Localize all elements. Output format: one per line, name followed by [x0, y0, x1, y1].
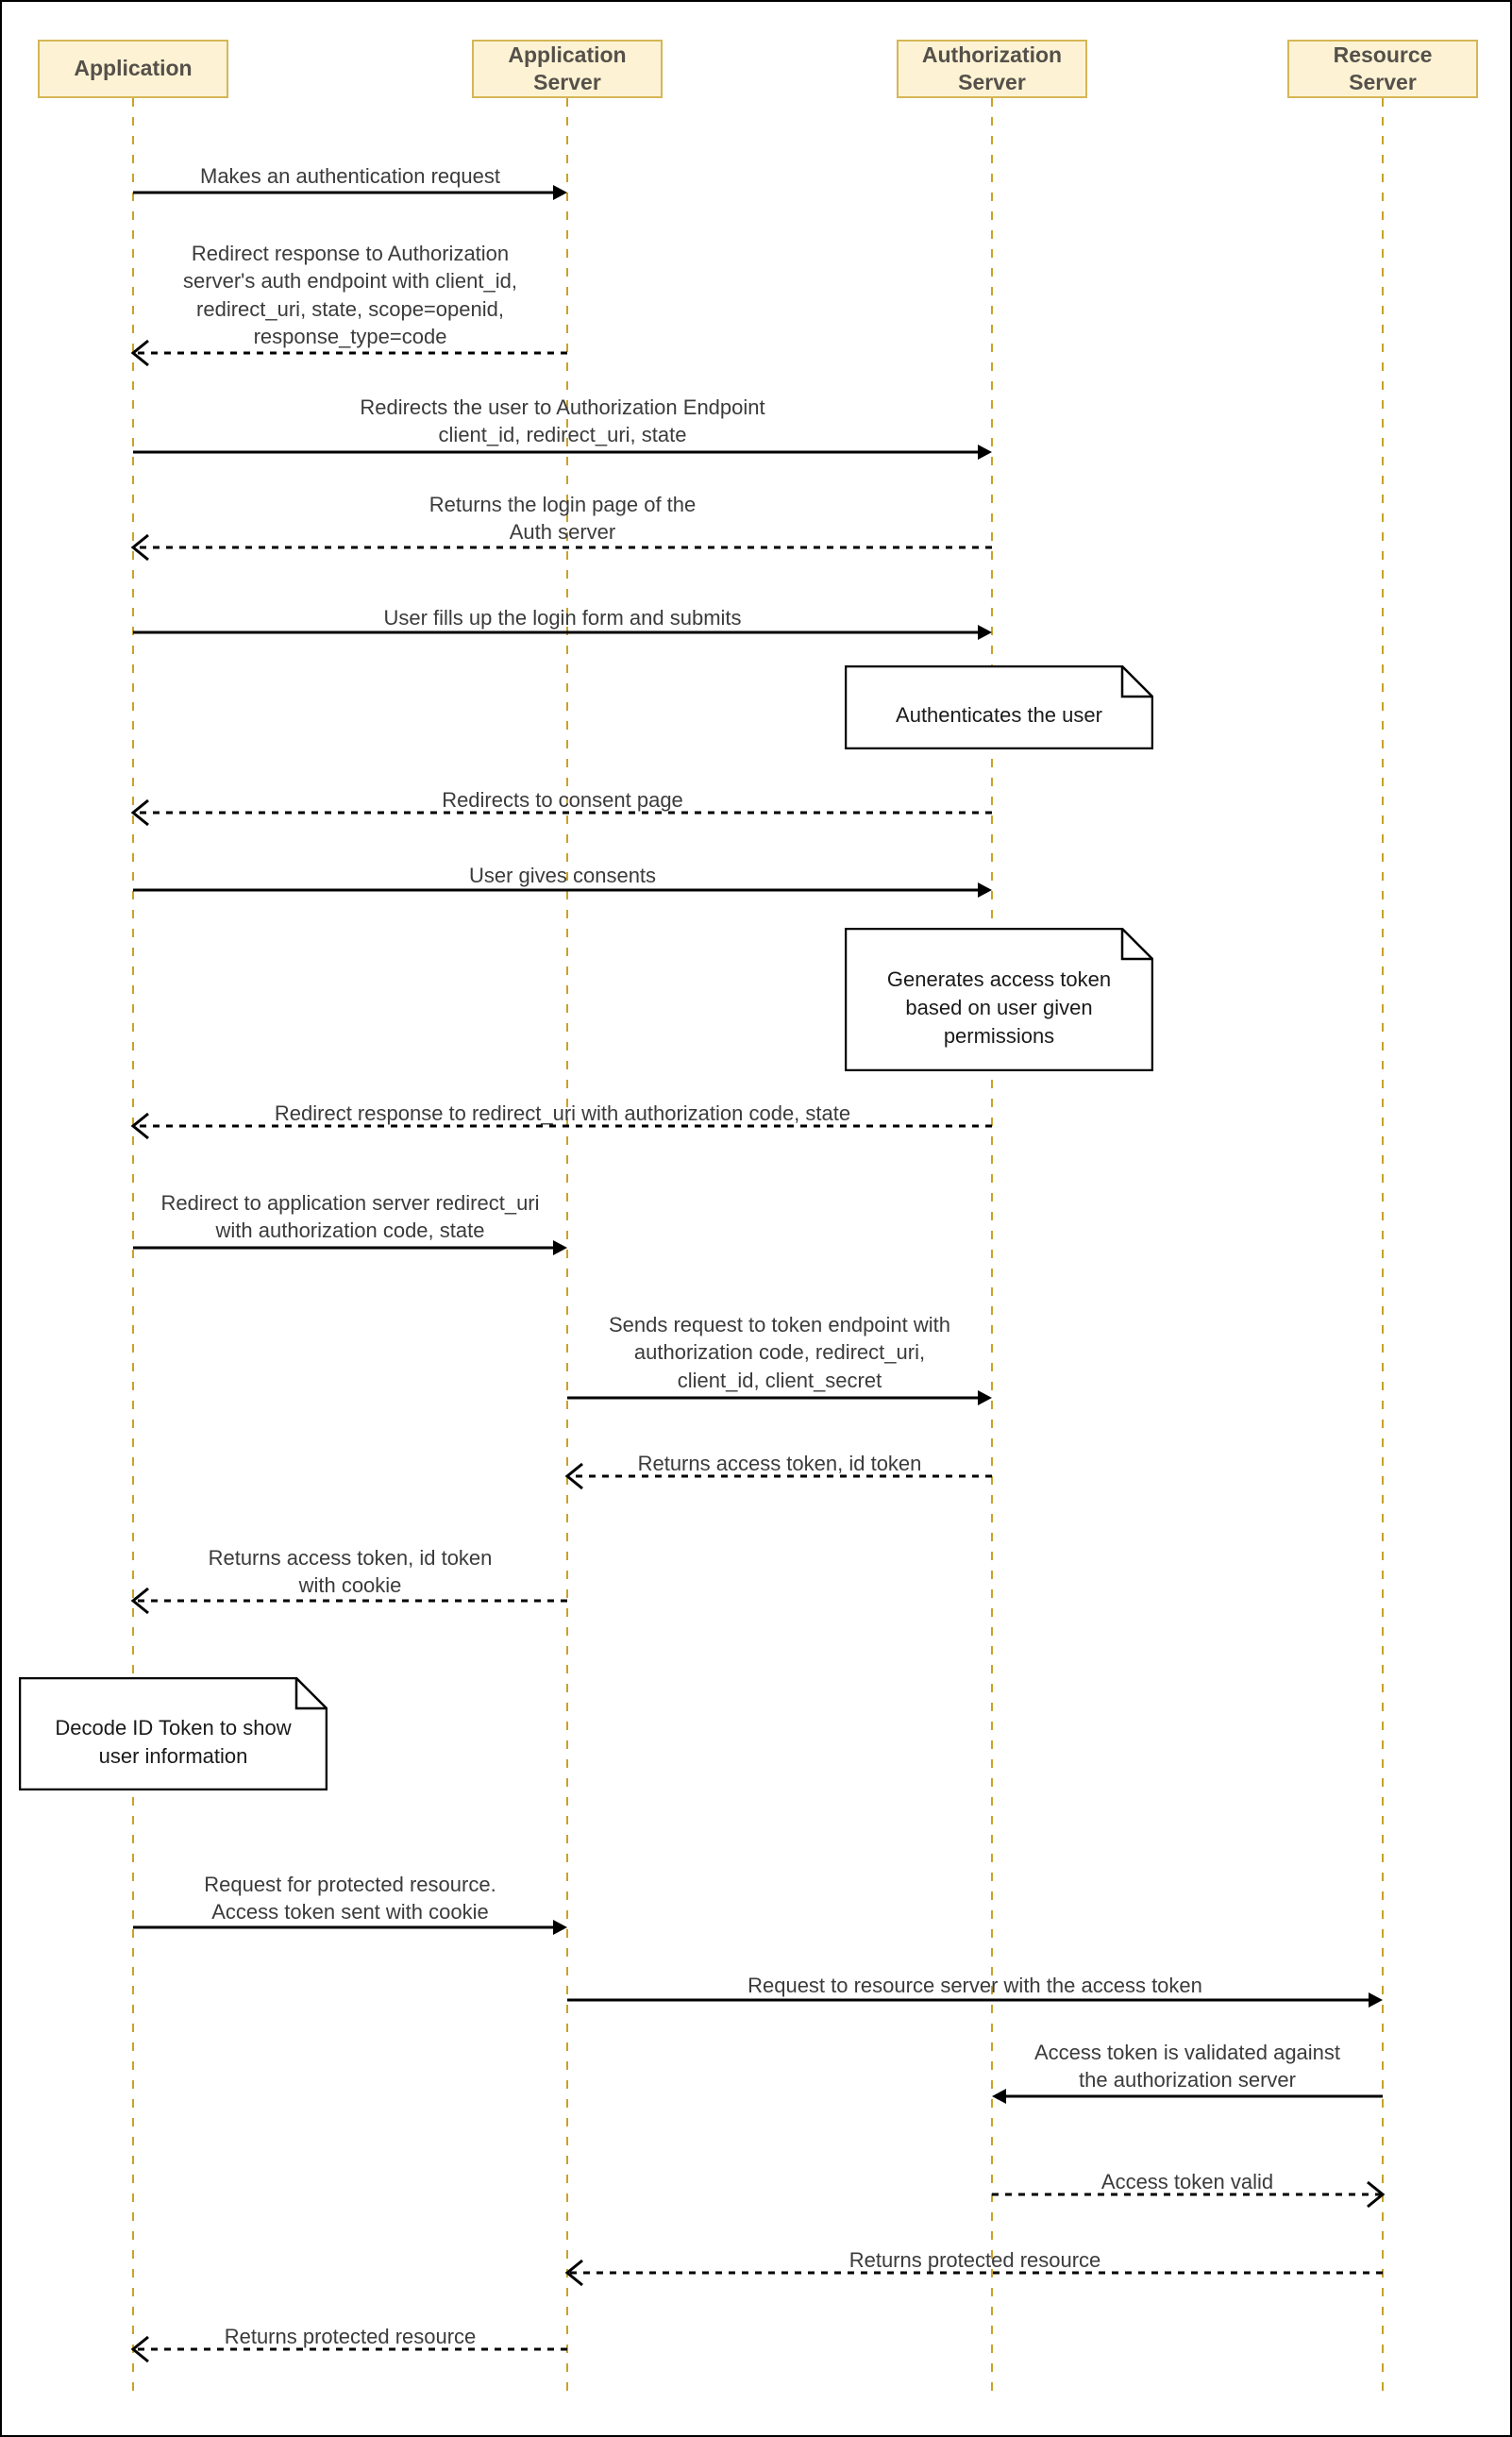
actor-label: Application — [74, 56, 193, 81]
arrow-head-m18 — [130, 2335, 149, 2363]
actor-label: Application Server — [508, 42, 627, 94]
note-body — [845, 665, 1153, 749]
actor-app[interactable]: Application — [38, 40, 228, 98]
note-outline — [845, 665, 1153, 749]
note-fold-corner-icon — [1120, 666, 1152, 698]
arrow-head-m2 — [130, 339, 149, 367]
arrow-head-m7 — [978, 882, 992, 898]
arrow-head-m4 — [130, 533, 149, 562]
arrow-head-m5 — [978, 625, 992, 640]
arrow-head-m14 — [1369, 1992, 1383, 2008]
actor-authsrv[interactable]: Authorization Server — [897, 40, 1087, 98]
arrow-head-m9 — [553, 1240, 567, 1255]
note-fold-corner-icon — [1120, 929, 1152, 961]
arrow-head-m15 — [992, 2089, 1006, 2104]
arrow-head-m12 — [130, 1587, 149, 1615]
note-n2: Generates access token based on user giv… — [845, 928, 1153, 1071]
arrow-head-m13 — [553, 1920, 567, 1935]
arrow-head-m3 — [978, 445, 992, 460]
arrow-head-m6 — [130, 798, 149, 827]
arrow-head-m11 — [564, 1462, 583, 1490]
actor-label: Authorization Server — [921, 42, 1063, 94]
note-body — [845, 928, 1153, 1071]
note-text: Authenticates the user — [896, 703, 1102, 728]
note-outline — [845, 928, 1153, 1071]
arrow-head-m16 — [1367, 2180, 1386, 2209]
arrow-head-m8 — [130, 1112, 149, 1140]
note-text: Generates access token based on user giv… — [886, 967, 1112, 1048]
note-body — [19, 1677, 328, 1790]
actor-label: Resource Server — [1333, 42, 1433, 94]
note-fold-corner-icon — [294, 1678, 327, 1710]
actor-ressrv[interactable]: Resource Server — [1287, 40, 1478, 98]
note-text: Decode ID Token to show user information — [55, 1716, 292, 1768]
note-outline — [19, 1677, 328, 1790]
actor-appsrv[interactable]: Application Server — [472, 40, 663, 98]
arrow-head-m17 — [564, 2259, 583, 2287]
note-n1: Authenticates the user — [845, 665, 1153, 749]
arrow-head-m10 — [978, 1390, 992, 1405]
note-n3: Decode ID Token to show user information — [19, 1677, 328, 1790]
arrow-head-m1 — [553, 185, 567, 200]
